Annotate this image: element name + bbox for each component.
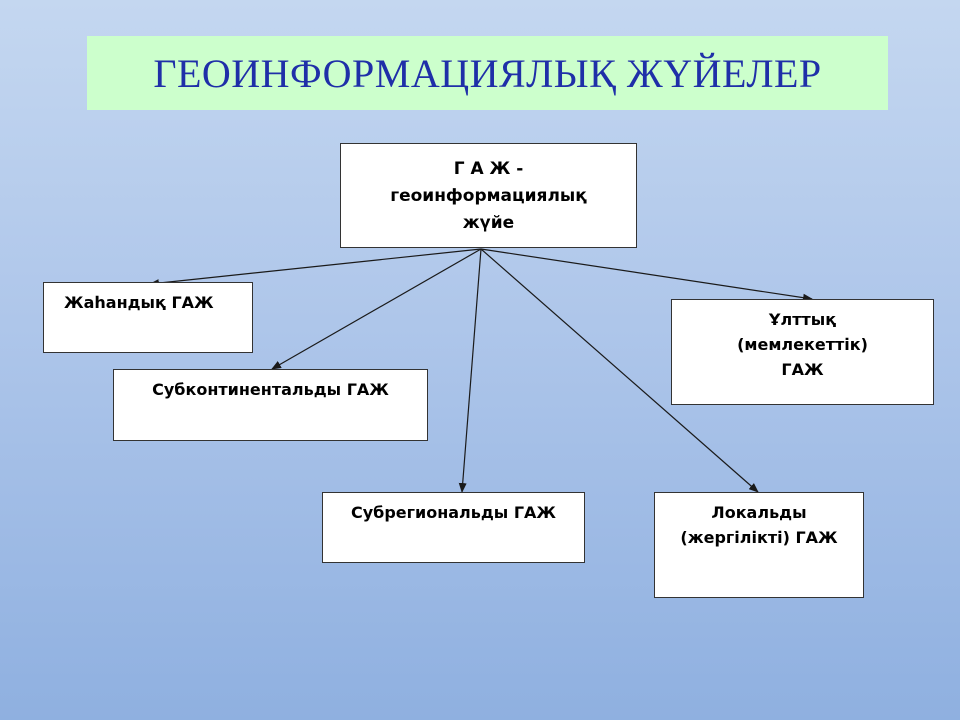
root-node-gis: Г А Ж - геоинформациялық жүйе	[340, 143, 637, 248]
node-subregional-gis: Субрегиональды ГАЖ	[322, 492, 585, 563]
node-global-gis: Жаһандық ГАЖ	[43, 282, 253, 353]
node-subcontinental-gis: Субконтинентальды ГАЖ	[113, 369, 428, 441]
root-node-line1: Г А Ж -	[453, 159, 524, 179]
root-node-line3: жүйе	[462, 213, 515, 234]
edge-root-to-global	[149, 248, 482, 288]
node-national-line3: ГАЖ	[781, 359, 824, 379]
node-global-label: Жаһандық ГАЖ	[64, 293, 214, 312]
node-national-line2: (мемлекеттік)	[737, 334, 868, 354]
page-title: ГЕОИНФОРМАЦИЯЛЫҚ ЖҮЙЕЛЕР	[153, 50, 822, 96]
node-local-line2: (жергілікті) ГАЖ	[680, 527, 838, 547]
edge-root-to-national	[480, 248, 813, 302]
node-national-line1: Ұлттық	[768, 310, 837, 329]
title-banner: ГЕОИНФОРМАЦИЯЛЫҚ ЖҮЙЕЛЕР	[87, 36, 888, 110]
node-national-gis: Ұлттық (мемлекеттік) ГАЖ	[671, 299, 934, 405]
node-subcontinental-label: Субконтинентальды ГАЖ	[152, 380, 389, 399]
node-subregional-label: Субрегиональды ГАЖ	[350, 503, 557, 522]
node-local-gis: Локальды (жергілікті) ГАЖ	[654, 492, 864, 598]
root-node-line2: геоинформациялық	[390, 186, 587, 207]
edge-root-to-local	[480, 248, 759, 493]
edge-root-to-subcontinental	[271, 248, 482, 370]
node-local-line1: Локальды	[711, 503, 807, 522]
edge-root-to-subregional	[458, 248, 482, 493]
